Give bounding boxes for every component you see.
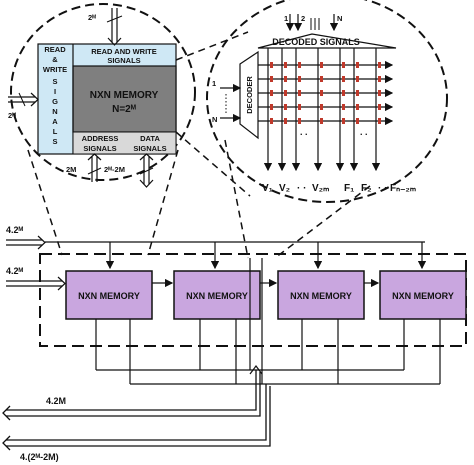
rw-letter: A xyxy=(52,117,58,126)
decoder-label: DECODER xyxy=(245,76,254,114)
block-label: NXN MEMORY xyxy=(186,291,248,301)
f-label: Fₙ₋₂ₘ xyxy=(390,183,416,194)
rw-letter: S xyxy=(52,77,57,86)
bottom-bus-right-label: 2ᴹ-2M xyxy=(104,165,125,174)
array-input-top-label: 4.2ᴹ xyxy=(6,225,24,235)
data-signals-label: DATA xyxy=(140,134,160,143)
left-bus-label: 2ᴹ xyxy=(8,111,16,120)
decoder-grid: . . . . xyxy=(258,48,394,172)
block-label: NXN MEMORY xyxy=(290,291,352,301)
decoder-detail-zoom: 1 2 N DECODED SIGNALS DECODER 1 N xyxy=(206,0,448,203)
top-label-n: N xyxy=(337,14,342,23)
decoder-input-n: N xyxy=(212,115,217,124)
rw-letter: READ xyxy=(44,45,66,54)
memory-core xyxy=(72,65,177,133)
array-input-mid-label: 4.2ᴹ xyxy=(6,266,24,276)
grid-dots: . . xyxy=(360,127,368,137)
rw-letter: I xyxy=(54,87,56,96)
f-label: F₂ xyxy=(361,183,372,194)
v-label: · · xyxy=(297,183,306,194)
rw-signals-label: SIGNALS xyxy=(107,56,140,65)
data-signals-label: SIGNALS xyxy=(133,144,166,153)
address-signals-label: ADDRESS xyxy=(82,134,119,143)
top-label-1: 1 xyxy=(284,14,288,23)
nxn-memory-block xyxy=(65,270,153,320)
grid-dots: . . xyxy=(300,127,308,137)
rw-letter: L xyxy=(53,127,58,136)
memory-title: NXN MEMORY xyxy=(90,90,159,101)
f-label: F₁ xyxy=(344,183,354,194)
memory-array: 4.2ᴹ 4.2ᴹ NXN MEMORY NXN MEMORY NXN MEMO… xyxy=(2,225,467,462)
nxn-memory-block xyxy=(277,270,365,320)
nxn-memory-block xyxy=(173,270,261,320)
rw-letter: N xyxy=(52,107,57,116)
array-output-bottom-label: 4.(2ᴹ-2M) xyxy=(20,452,59,462)
rw-letter: & xyxy=(52,55,58,64)
block-label: NXN MEMORY xyxy=(392,291,454,301)
decoded-signals-label: DECODED SIGNALS xyxy=(272,37,360,47)
top-bus-label: 2ᴹ xyxy=(88,13,96,22)
rw-signals-label: READ AND WRITE xyxy=(91,47,157,56)
v-label: V₁ xyxy=(262,183,273,194)
v-label: V₂ xyxy=(279,183,290,194)
memory-size: N=2ᴹ xyxy=(112,104,136,115)
bottom-bus-left-label: 2M xyxy=(66,165,76,174)
rw-letter: G xyxy=(52,97,58,106)
f-label: · · xyxy=(378,183,387,194)
rw-letter: S xyxy=(52,137,57,146)
nxn-memory-block xyxy=(379,270,467,320)
top-label-2: 2 xyxy=(301,14,305,23)
memory-detail-zoom: READ & WRITE S I G N A L S READ AND WRIT… xyxy=(8,3,196,188)
rw-letter: WRITE xyxy=(43,65,67,74)
v-label: V₂ₘ xyxy=(312,183,329,194)
block-label: NXN MEMORY xyxy=(78,291,140,301)
array-output-top-label: 4.2M xyxy=(46,396,66,406)
decoder-input-1: 1 xyxy=(212,79,216,88)
address-signals-label: SIGNALS xyxy=(83,144,116,153)
